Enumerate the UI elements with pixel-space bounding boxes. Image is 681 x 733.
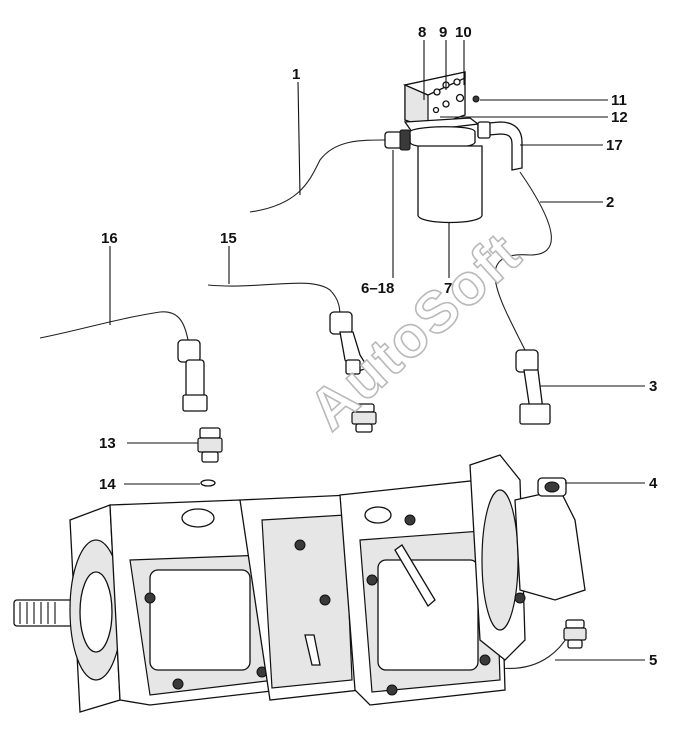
port-extra xyxy=(442,100,450,108)
callout-6-18: 6–18 xyxy=(361,280,394,297)
callout-5: 5 xyxy=(649,652,657,669)
bolt xyxy=(294,539,306,551)
hose-16 xyxy=(39,311,189,341)
callout-14: 14 xyxy=(99,476,116,493)
hose-end-16 xyxy=(177,339,208,412)
port-11 xyxy=(455,93,465,103)
filter-head xyxy=(409,126,476,149)
adapter-5 xyxy=(563,619,587,649)
bolt xyxy=(404,514,416,526)
hose-2 xyxy=(494,171,552,351)
front-flange-seal xyxy=(79,571,113,653)
pump-1-cap xyxy=(181,508,215,528)
bolt xyxy=(386,684,398,696)
hose-end-15 xyxy=(329,311,369,375)
hose-1 xyxy=(249,139,386,213)
bolt xyxy=(514,592,526,604)
callout-12: 12 xyxy=(611,109,628,126)
adapter-loose xyxy=(351,403,377,433)
callout-7: 7 xyxy=(444,280,452,297)
mounting-block-top xyxy=(402,71,466,96)
sensor xyxy=(394,544,436,607)
bolt xyxy=(366,574,378,586)
bolt xyxy=(144,592,156,604)
o-ring-14 xyxy=(200,479,216,487)
drive-shaft xyxy=(13,599,75,627)
adapter-13 xyxy=(197,427,223,463)
callout-15: 15 xyxy=(220,230,237,247)
bolt xyxy=(172,678,184,690)
port-10 xyxy=(453,78,461,86)
callout-11: 11 xyxy=(611,92,627,109)
pump-3-cap xyxy=(364,506,392,524)
callout-16: 16 xyxy=(101,230,118,247)
hose-15 xyxy=(207,282,341,319)
pump-assembly xyxy=(13,454,586,713)
callout-10: 10 xyxy=(455,24,472,41)
bolt-11 xyxy=(472,95,480,103)
callout-3: 3 xyxy=(649,378,657,395)
bolt xyxy=(479,654,491,666)
shaft-splines xyxy=(19,602,56,624)
port-8 xyxy=(433,88,441,96)
callout-4: 4 xyxy=(649,475,658,492)
callout-9: 9 xyxy=(439,24,447,41)
leader-lines xyxy=(109,40,645,661)
hose-end-3 xyxy=(515,349,551,425)
callout-2: 2 xyxy=(606,194,614,211)
rear-flange xyxy=(481,489,519,631)
port-extra-2 xyxy=(432,106,440,114)
elbow-17-nut xyxy=(477,121,491,139)
callout-13: 13 xyxy=(99,435,116,452)
gear-pump-4 xyxy=(514,489,586,601)
pump-body-2-face xyxy=(261,514,353,689)
bolt xyxy=(319,594,331,606)
filter-assembly xyxy=(384,71,523,224)
fitting-6-18-nut xyxy=(399,129,411,151)
filter-canister xyxy=(417,145,483,224)
pump-body-1-cover xyxy=(149,569,251,671)
pump-body-3-cover xyxy=(377,559,479,671)
gear-pump-4-port-hole xyxy=(544,481,560,493)
callout-8: 8 xyxy=(418,24,426,41)
callout-1: 1 xyxy=(292,66,300,83)
callout-17: 17 xyxy=(606,137,623,154)
pump-2-lever xyxy=(304,634,321,666)
